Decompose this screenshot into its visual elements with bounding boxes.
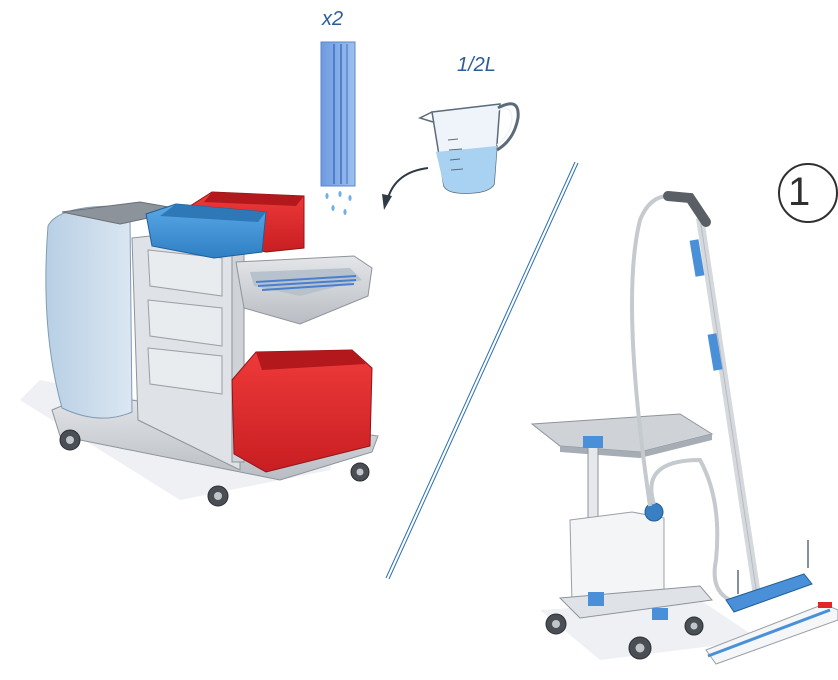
arrow-icon — [382, 168, 428, 210]
spray-mop-trolley-icon — [532, 196, 838, 664]
mop-pad-icon — [321, 42, 355, 215]
divider-line — [386, 162, 578, 579]
step-number-badge: 1 — [778, 163, 838, 223]
volume-label: 1/2L — [457, 54, 496, 77]
cleaning-cart-icon — [20, 192, 378, 506]
step-number: 1 — [788, 170, 810, 214]
measuring-jug-icon — [420, 104, 518, 193]
quantity-label: x2 — [322, 8, 343, 31]
